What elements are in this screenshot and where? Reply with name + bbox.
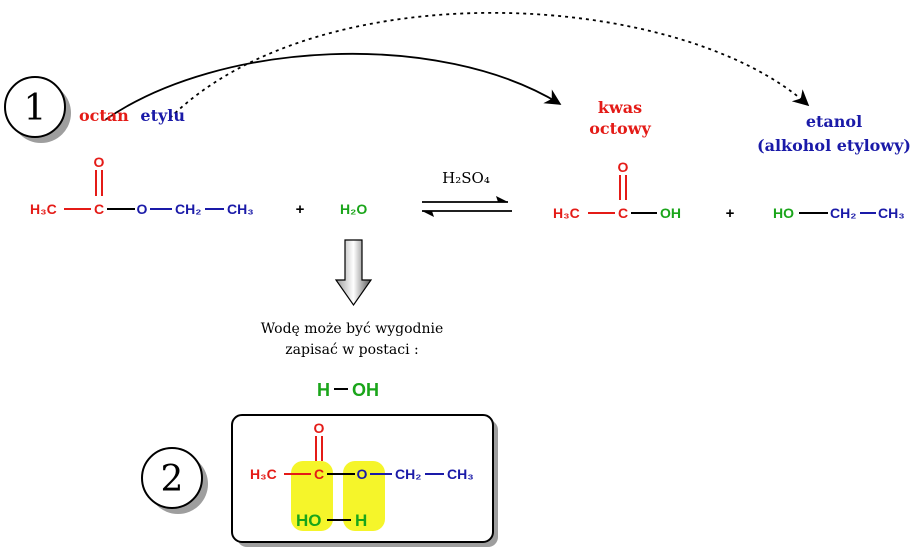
down-arrow-icon — [334, 239, 373, 307]
ethyl-acetate-structure: H₃C C O O CH₂ CH₃ — [30, 154, 254, 217]
water-formula: H₂O — [340, 201, 367, 217]
equilibrium-arrows: H₂SO₄ — [422, 169, 512, 217]
water-h-oh: H OH — [317, 380, 379, 400]
step-2-number: 2 — [161, 459, 184, 500]
ester-name-part2: etylu — [140, 106, 185, 125]
box-ch3: CH₃ — [447, 466, 474, 482]
ester-name: octan etylu — [79, 106, 185, 125]
box-carbonyl-o: O — [314, 420, 325, 436]
ester-carbonyl-o: O — [94, 154, 105, 170]
plus-sign-products: + — [726, 205, 735, 222]
alcohol-name-line1: etanol — [806, 112, 862, 131]
acid-carbonyl-c: C — [618, 205, 628, 221]
note-line1: Wodę może być wygodnie — [261, 321, 444, 337]
box-h: H — [355, 511, 367, 530]
catalyst-label: H₂SO₄ — [442, 169, 490, 187]
ester-ch2: CH₂ — [175, 201, 201, 217]
box-ch2: CH₂ — [395, 466, 421, 482]
ester-name-part1: octan — [79, 106, 129, 125]
water-oh: OH — [352, 380, 379, 400]
acid-oh: OH — [660, 205, 681, 221]
ethanol-structure: HO CH₂ CH₃ — [773, 205, 905, 221]
box-carbonyl-c: C — [314, 466, 324, 482]
box-link-o: O — [357, 466, 368, 482]
ethanol-ch3: CH₃ — [878, 205, 905, 221]
box-h3c: H₃C — [250, 466, 277, 482]
highlight-o-h-bond — [343, 461, 385, 531]
highlight-c-o-bond — [291, 461, 333, 531]
plus-sign-reactants: + — [296, 201, 305, 218]
ester-carbonyl-c: C — [94, 201, 104, 217]
alcohol-name-line2: (alkohol etylowy) — [757, 136, 911, 155]
ester-link-o: O — [137, 201, 148, 217]
curve-arrow-to-acid — [104, 53, 562, 121]
acid-carbonyl-o: O — [618, 159, 629, 175]
bond-cleavage-box: H₃C C O O CH₂ CH₃ HO H — [231, 414, 498, 547]
ester-h3c: H₃C — [30, 201, 57, 217]
ester-ch3: CH₃ — [227, 201, 254, 217]
step-2-badge: 2 — [141, 447, 208, 514]
ethanol-ch2: CH₂ — [830, 205, 856, 221]
acetic-acid-structure: H₃C C O OH — [553, 159, 681, 221]
acid-name-line2: octowy — [589, 119, 651, 138]
ethanol-ho: HO — [773, 205, 794, 221]
acid-h3c: H₃C — [553, 205, 580, 221]
note-line2: zapisać w postaci : — [285, 342, 418, 358]
step-1-badge: 1 — [4, 76, 71, 143]
step-1-number: 1 — [24, 88, 47, 129]
dotted-curve-arrow-to-ethanol — [169, 11, 810, 119]
box-ho: HO — [296, 511, 322, 530]
acid-name-line1: kwas — [598, 98, 642, 117]
water-h: H — [317, 380, 330, 400]
